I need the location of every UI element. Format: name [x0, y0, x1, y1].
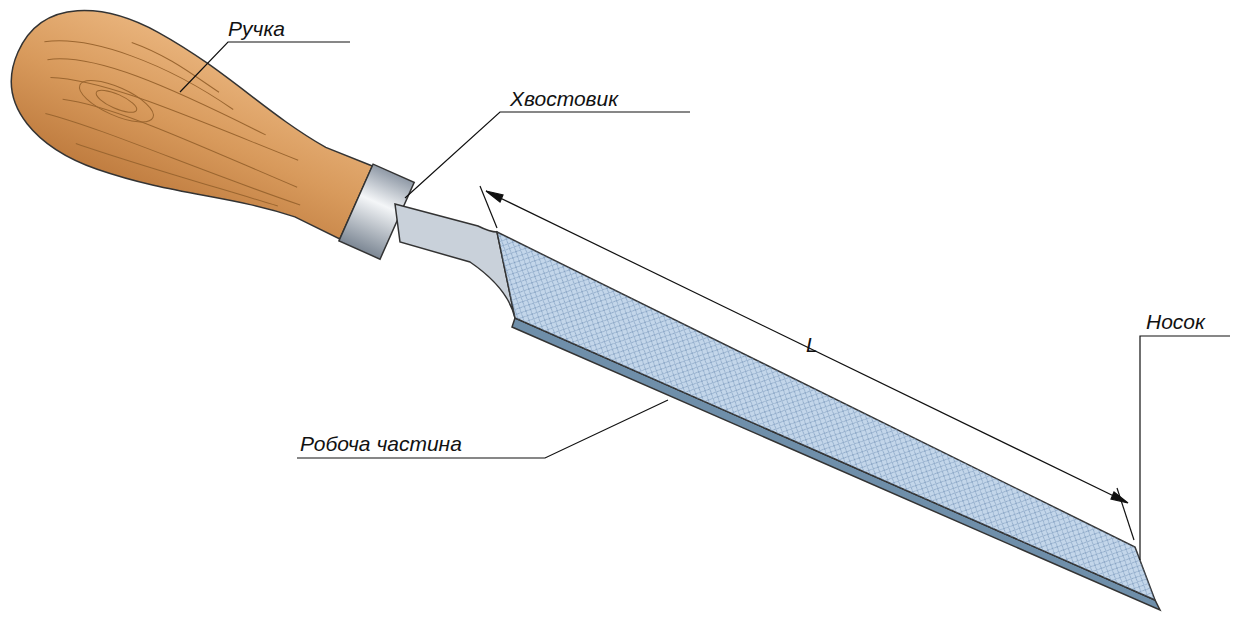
handle: [0, 0, 428, 290]
dimension: [480, 186, 1134, 540]
part-name: Хвостовик: [510, 88, 618, 109]
part-name: Робоча частина: [300, 433, 462, 454]
blade-top: [497, 232, 1155, 600]
dimension-label: L: [806, 334, 818, 355]
part-name: Ручка: [228, 18, 285, 39]
part-name: Носок: [1146, 311, 1205, 332]
cut-pattern: [497, 232, 1155, 600]
leader-lines: [180, 42, 1230, 560]
blade-side: [512, 318, 1160, 610]
tang: [395, 204, 515, 318]
